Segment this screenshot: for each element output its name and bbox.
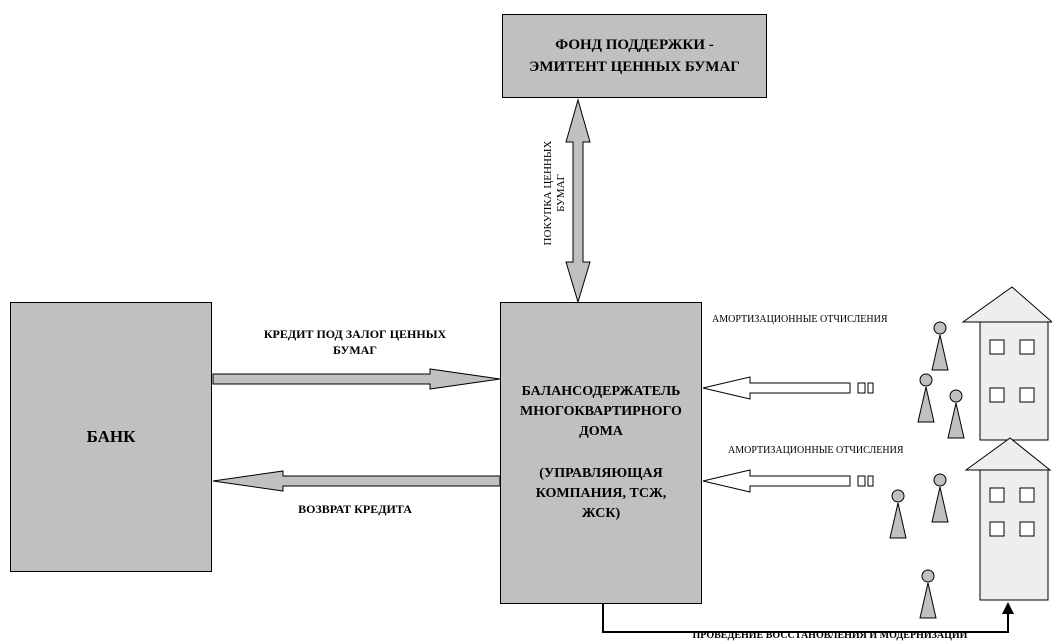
dash-2	[867, 382, 874, 394]
dash-4	[867, 475, 874, 487]
holder-label-line6: ЖСК)	[581, 506, 621, 521]
person-icon	[917, 373, 935, 423]
holder-box: БАЛАНСОДЕРЖАТЕЛЬ МНОГОКВАРТИРНОГО ДОМА (…	[500, 302, 702, 604]
purchase-double-arrow	[565, 98, 591, 304]
credit-label-line2: БУМАГ	[333, 343, 377, 357]
fund-label-line2: ЭМИТЕНТ ЦЕННЫХ БУМАГ	[529, 59, 740, 75]
fund-label-line1: ФОНД ПОДДЕРЖКИ -	[555, 37, 714, 53]
depreciation-top-label: АМОРТИЗАЦИОННЫЕ ОТЧИСЛЕНИЯ	[712, 314, 888, 325]
repay-arrow	[212, 470, 501, 492]
depreciation-bottom-label: АМОРТИЗАЦИОННЫЕ ОТЧИСЛЕНИЯ	[728, 445, 904, 456]
credit-label-line1: КРЕДИТ ПОД ЗАЛОГ ЦЕННЫХ	[263, 327, 447, 341]
dash-3	[857, 475, 866, 487]
credit-arrow	[212, 368, 501, 390]
holder-label-line1: БАЛАНСОДЕРЖАТЕЛЬ	[521, 384, 681, 399]
modernization-label: ПРОВЕДЕНИЕ ВОССТАНОВЛЕНИЯ И МОДЕРНИЗАЦИИ	[692, 630, 968, 641]
fund-box: ФОНД ПОДДЕРЖКИ - ЭМИТЕНТ ЦЕННЫХ БУМАГ	[502, 14, 767, 98]
house-top-icon	[961, 286, 1052, 441]
repay-label: ВОЗВРАТ КРЕДИТА	[298, 502, 412, 516]
bank-box: БАНК	[10, 302, 212, 572]
holder-label-line4: (УПРАВЛЯЮЩАЯ	[539, 466, 663, 481]
credit-label: КРЕДИТ ПОД ЗАЛОГ ЦЕННЫХ БУМАГ	[240, 326, 470, 358]
modernization-line	[602, 604, 1009, 633]
modernization-arrowhead	[1002, 602, 1014, 614]
person-icon	[919, 569, 937, 619]
depreciation-bottom-arrow	[702, 469, 851, 493]
purchase-label: ПОКУПКА ЦЕННЫХ БУМАГ	[542, 118, 568, 268]
person-icon	[889, 489, 907, 539]
person-icon	[947, 389, 965, 439]
person-icon	[931, 321, 949, 371]
holder-label-line2: МНОГОКВАРТИРНОГО	[520, 404, 682, 419]
dash-1	[857, 382, 866, 394]
bank-label: БАНК	[86, 427, 136, 446]
holder-label-line5: КОМПАНИЯ, ТСЖ,	[535, 486, 667, 501]
purchase-label-line1: ПОКУПКА ЦЕННЫХ	[542, 140, 554, 246]
purchase-label-line2: БУМАГ	[555, 174, 567, 212]
house-bottom-icon	[964, 437, 1052, 601]
holder-label-line3: ДОМА	[579, 424, 623, 439]
person-icon	[931, 473, 949, 523]
depreciation-top-arrow	[702, 376, 851, 400]
